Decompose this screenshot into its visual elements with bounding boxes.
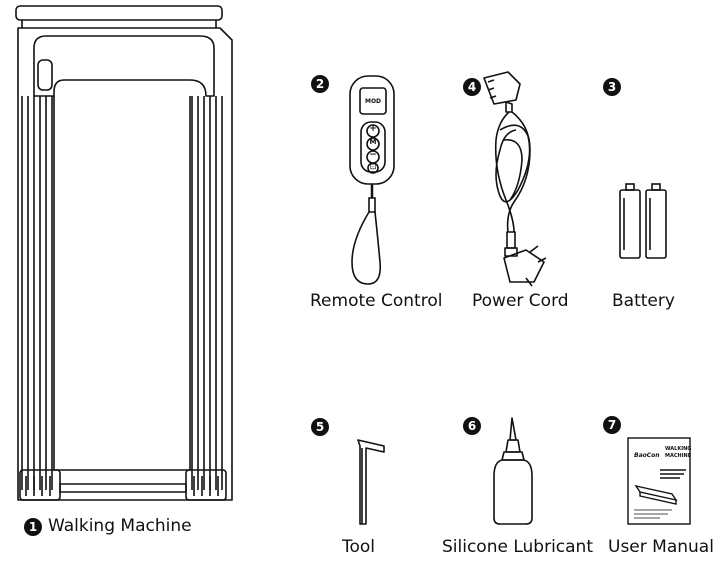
rear-roller bbox=[59, 483, 187, 493]
manual-title-line2: MACHINE bbox=[665, 453, 692, 459]
cord-plug bbox=[503, 249, 545, 283]
treadmill-outer-frame bbox=[17, 27, 233, 501]
battery-cell bbox=[645, 189, 667, 259]
remote-screen-text: MOD bbox=[364, 98, 382, 105]
remote-button-panel bbox=[360, 121, 386, 173]
remote-mode-icon: M bbox=[369, 138, 377, 146]
treadmill-handle-arch bbox=[33, 35, 215, 97]
item-number-badge: 1 bbox=[24, 518, 42, 536]
hex-key-outline bbox=[357, 439, 385, 525]
item-number-badge: 6 bbox=[463, 417, 481, 435]
label-silicone-lubricant: Silicone Lubricant bbox=[442, 537, 593, 557]
item-number-badge: 7 bbox=[603, 416, 621, 434]
manual-treadmill-sketch bbox=[634, 484, 678, 502]
label-user-manual: User Manual bbox=[608, 537, 714, 557]
handle-top-edge bbox=[15, 5, 223, 21]
label-battery: Battery bbox=[612, 291, 675, 311]
remote-power-icon: ⊡ bbox=[369, 162, 377, 171]
manual-brand-text: BaoCon bbox=[634, 452, 660, 459]
manual-title-line1: WALKING bbox=[665, 446, 692, 452]
label-remote-control: Remote Control bbox=[310, 291, 443, 311]
treadmill-display-slot bbox=[37, 59, 53, 91]
remote-minus-icon: − bbox=[369, 150, 377, 160]
treadmill-belt-opening bbox=[53, 96, 191, 471]
bottle-body bbox=[493, 459, 533, 525]
label-walking-machine: Walking Machine bbox=[48, 516, 192, 536]
item-number-badge: 4 bbox=[463, 78, 481, 96]
item-number-badge: 5 bbox=[311, 418, 329, 436]
label-tool: Tool bbox=[342, 537, 376, 557]
battery-cell bbox=[619, 189, 641, 259]
remote-plus-icon: + bbox=[369, 124, 377, 134]
cord-connector-head bbox=[483, 71, 521, 105]
manual-cover bbox=[627, 437, 691, 525]
cord-cable bbox=[494, 111, 515, 233]
item-number-badge: 3 bbox=[603, 78, 621, 96]
remote-lanyard bbox=[351, 211, 382, 285]
label-power-cord: Power Cord bbox=[472, 291, 569, 311]
remote-screen bbox=[359, 87, 387, 115]
item-number-badge: 2 bbox=[311, 75, 329, 93]
